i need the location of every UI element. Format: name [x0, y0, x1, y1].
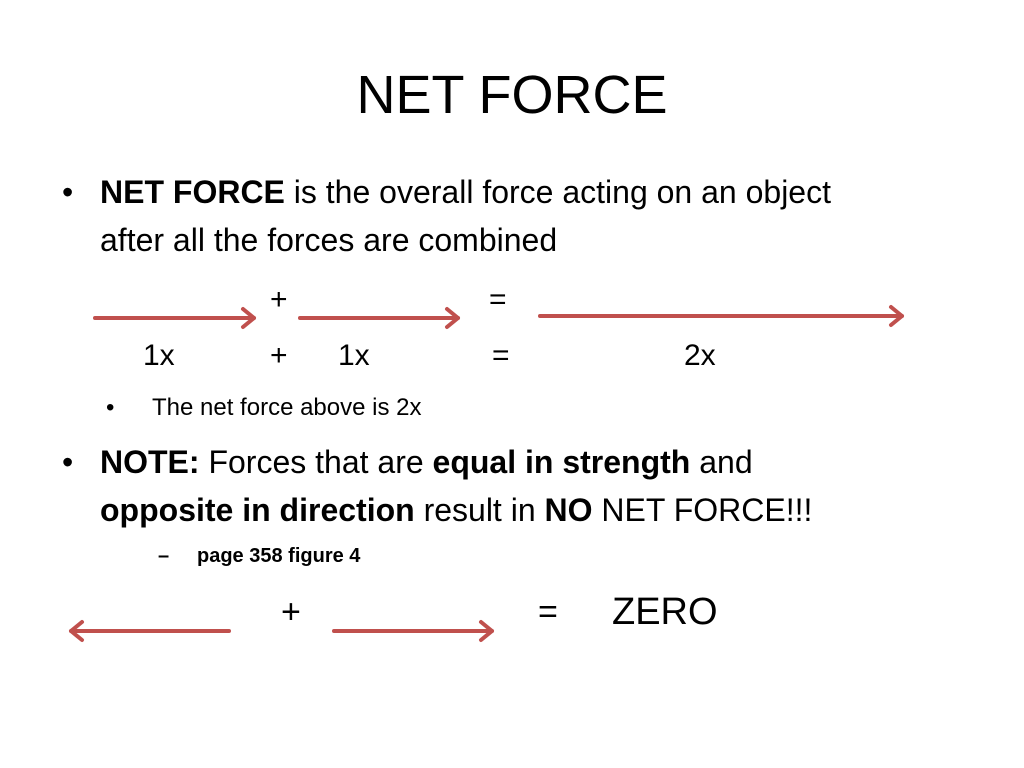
bold-equal-in-strength: equal in strength — [432, 444, 691, 480]
bullet-marker: • — [62, 444, 74, 480]
bullet-1-text: is the overall force acting on an object — [284, 174, 831, 210]
note-label: NOTE: — [100, 444, 200, 480]
arrow-right-icon — [93, 307, 256, 329]
sub-sub-bullet-text: page 358 figure 4 — [197, 545, 361, 567]
bullet-2-line-1: NOTE: Forces that are equal in strength … — [100, 438, 753, 486]
equation-1-label-1x-a: 1x — [143, 339, 175, 372]
bullet-2-text: and — [690, 444, 753, 480]
arrow-right-icon — [538, 305, 904, 327]
arrow-right-icon — [298, 307, 460, 329]
bullet-2-text: result in — [414, 492, 545, 528]
bullet-2-text: NET FORCE!!! — [592, 492, 813, 528]
sub-bullet-marker: • — [106, 394, 115, 421]
equation-2-equals: = — [538, 593, 558, 631]
arrow-left-icon — [69, 620, 231, 642]
equation-2-result: ZERO — [612, 591, 718, 633]
equation-2-plus: + — [281, 593, 301, 631]
equation-1-label-1x-b: 1x — [338, 339, 370, 372]
term-net-force: NET FORCE — [100, 174, 285, 210]
equation-1-label-equals: = — [492, 339, 510, 372]
bullet-1-line-1: NET FORCE is the overall force acting on… — [100, 168, 831, 216]
equation-1-label-2x: 2x — [684, 339, 716, 372]
slide-title: NET FORCE — [356, 65, 668, 125]
bullet-1-line-2: after all the forces are combined — [100, 222, 558, 258]
bold-opposite-in-direction: opposite in direction — [100, 492, 415, 528]
sub-sub-bullet-marker: – — [158, 545, 170, 567]
equation-1-plus: + — [270, 283, 288, 316]
bullet-2-line-2: opposite in direction result in NO NET F… — [100, 486, 812, 534]
equation-1-equals: = — [489, 283, 507, 316]
bullet-marker: • — [62, 174, 74, 210]
equation-1-label-plus: + — [270, 339, 288, 372]
bold-no: NO — [544, 492, 593, 528]
bullet-2-text: Forces that are — [199, 444, 433, 480]
sub-bullet-text: The net force above is 2x — [152, 394, 422, 421]
arrow-right-icon — [332, 620, 494, 642]
